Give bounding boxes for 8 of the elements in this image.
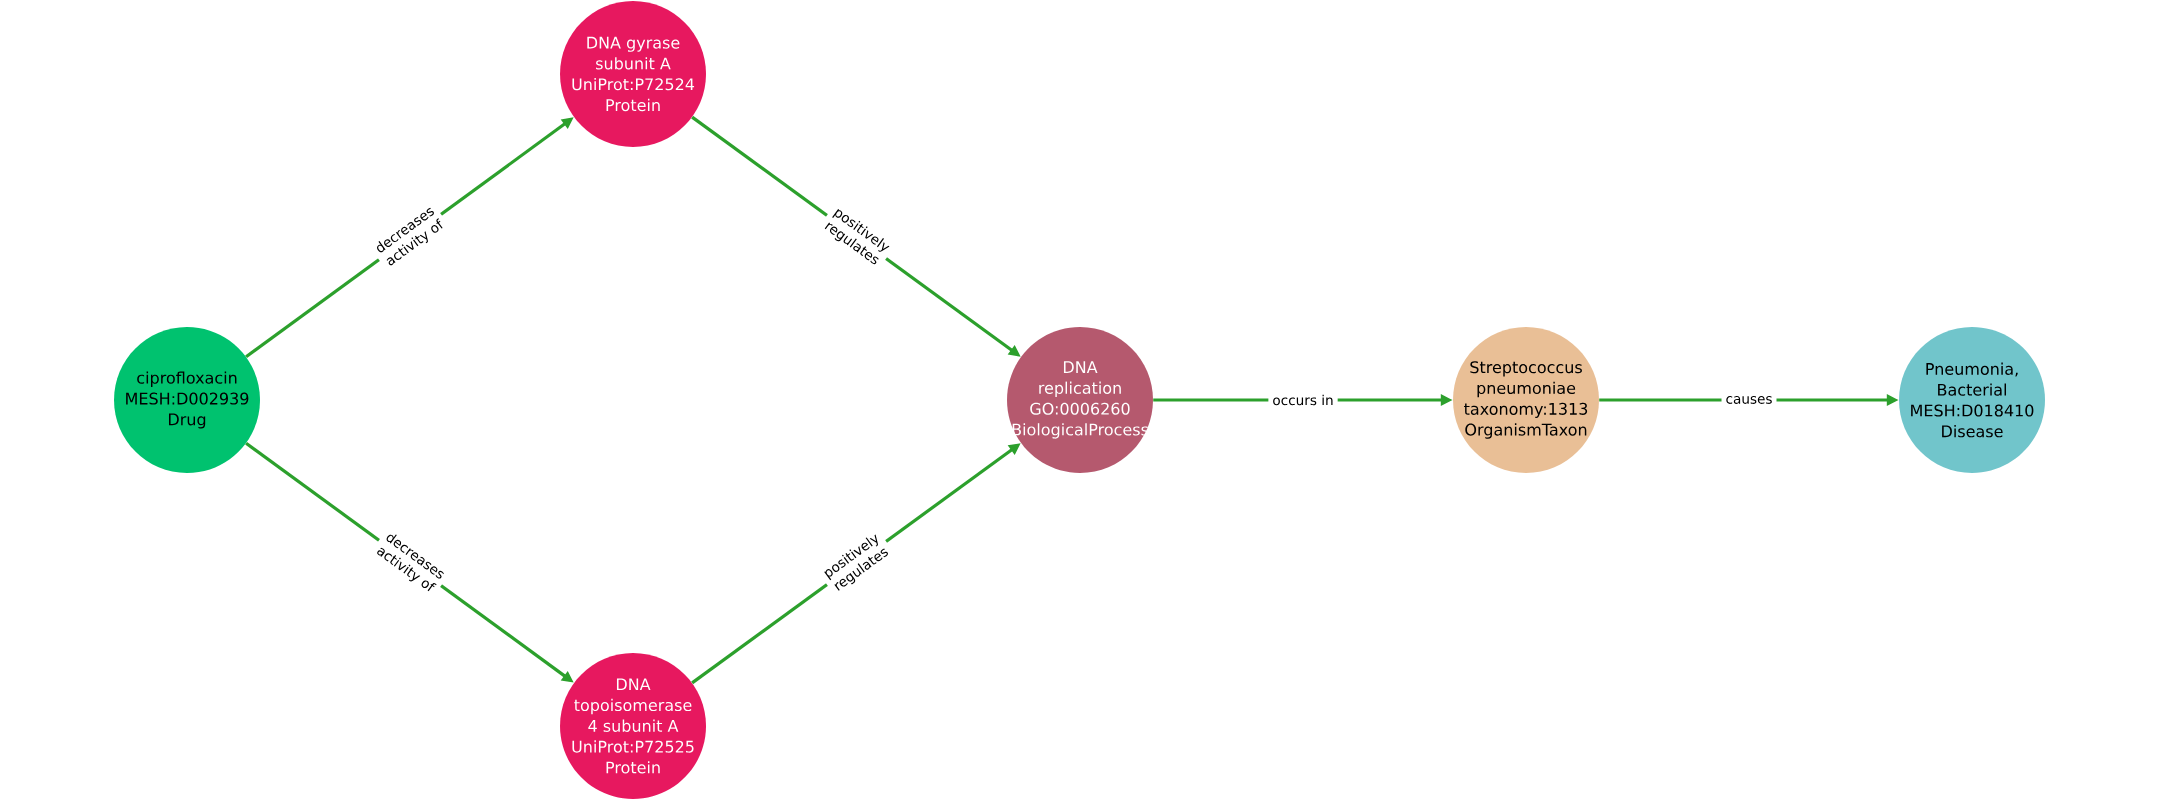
circle-node: DNA gyrase subunit A UniProt:P72524 Protein: [560, 1, 706, 147]
circle-node: DNA topoisomerase 4 subunit A UniProt:P72525 Protein: [560, 653, 706, 799]
edge-label: causes: [1721, 392, 1777, 408]
circle-node: Streptococcus pneumoniae taxonomy:1313 OrganismTaxon: [1453, 327, 1599, 473]
edge-label: occurs in: [1268, 390, 1338, 410]
circle-node: DNA replication GO:0006260 BiologicalProcess: [1007, 327, 1153, 473]
circle-node: Pneumonia, Bacterial MESH:D018410 Disease: [1899, 327, 2045, 473]
circle-node: ciprofloxacin MESH:D002939 Drug: [114, 327, 260, 473]
